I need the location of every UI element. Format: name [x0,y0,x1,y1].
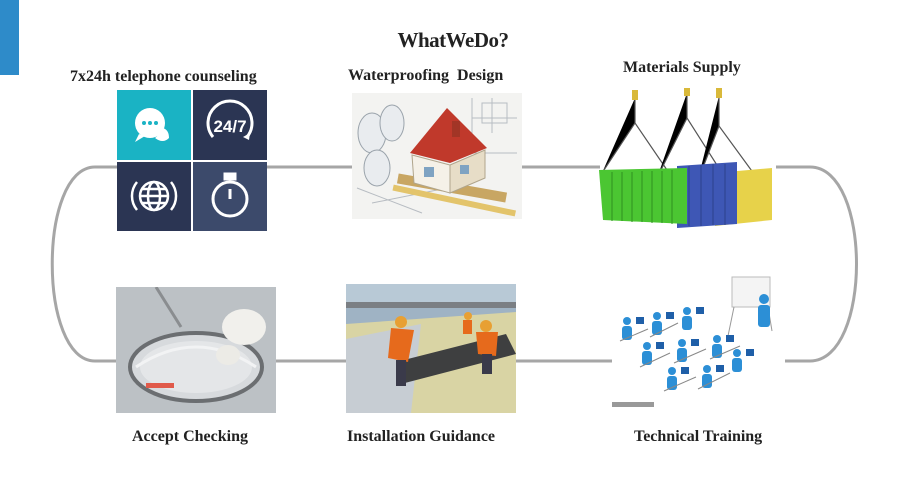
tile-247-text: 24/7 [213,117,246,136]
step-label-training: Technical Training [634,428,763,445]
counseling-tiles: 24/7 [117,90,267,231]
step-label-installation: Installation Guidance [347,428,496,445]
house-blueprint-photo [352,93,522,219]
stopwatch-icon [211,172,249,218]
loop-right-curve [776,165,858,363]
globe-refresh-icon [130,180,178,212]
step-label-supply: Materials Supply [623,59,741,76]
page-title: WhatWeDo? [397,28,510,52]
accent-bar [0,0,19,75]
classroom-training [612,271,788,409]
shipping-containers-crane [597,88,777,230]
inspection-photo [116,287,276,413]
step-label-design: Waterproofing Design [348,67,504,84]
clock-24-7-icon: 24/7 [206,99,254,140]
step-label-counseling: 7x24h telephone counseling [70,68,257,85]
step-label-checking: Accept Checking [132,428,248,445]
loop-left-curve [50,165,117,363]
roof-installation-photo [346,284,516,413]
chat-phone-icon [135,108,169,142]
